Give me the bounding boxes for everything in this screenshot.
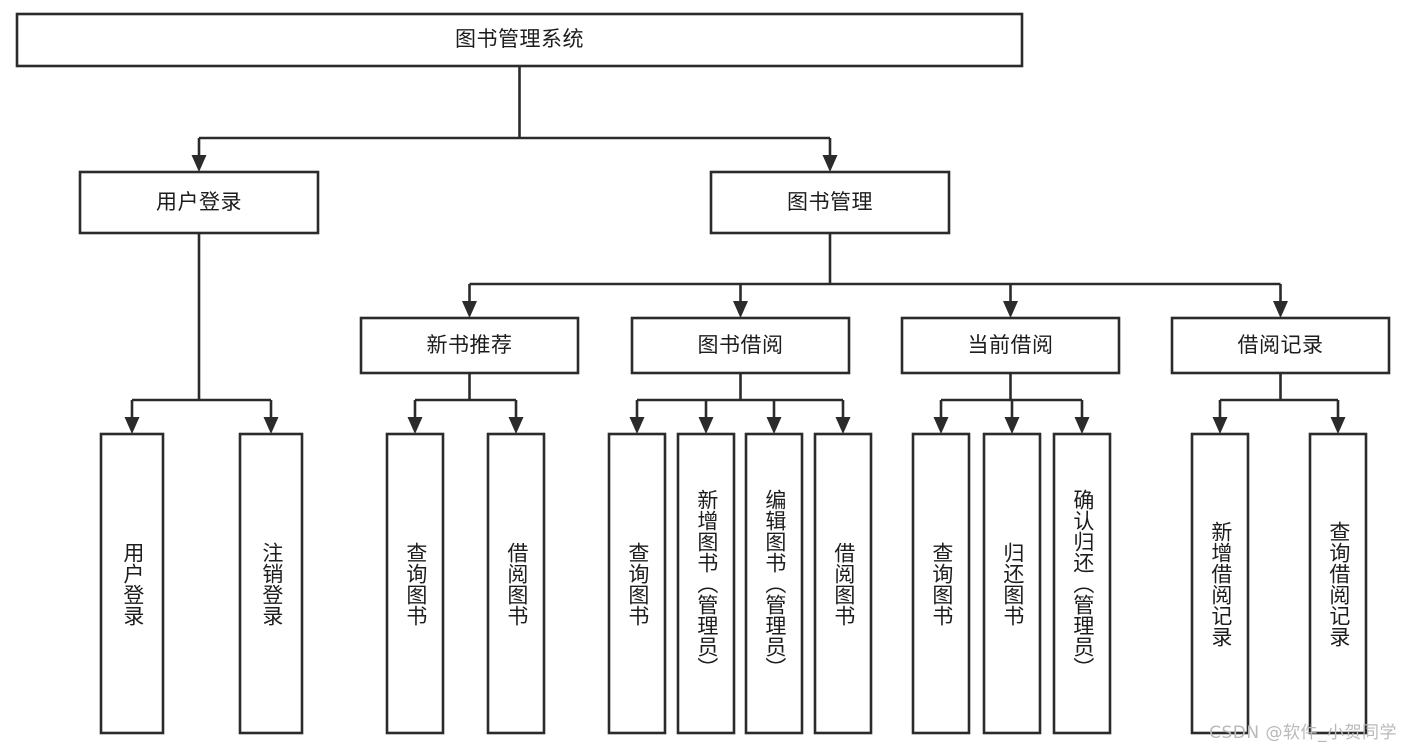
node-box-leaf-edit-book[interactable] bbox=[744, 432, 804, 735]
node-box-leaf-query-book-1[interactable] bbox=[385, 432, 445, 735]
node-box-leaf-add-record[interactable] bbox=[1190, 432, 1250, 735]
node-box-l2-book-borrow[interactable] bbox=[630, 316, 851, 375]
node-box-leaf-add-book[interactable] bbox=[676, 432, 736, 735]
node-box-leaf-user-login[interactable] bbox=[99, 432, 165, 735]
node-box-leaf-confirm-return[interactable] bbox=[1052, 432, 1112, 735]
node-box-root[interactable] bbox=[15, 12, 1024, 68]
node-box-leaf-return-book[interactable] bbox=[982, 432, 1042, 735]
node-box-l2-current-borrow[interactable] bbox=[900, 316, 1121, 375]
node-box-l1-user-login[interactable] bbox=[78, 170, 320, 235]
watermark-text: CSDN @软件_小贺同学 bbox=[1209, 723, 1397, 743]
edges-layer bbox=[124, 66, 1346, 434]
boxes-layer bbox=[15, 12, 1391, 735]
node-box-l1-book-mgmt[interactable] bbox=[709, 170, 951, 235]
edge-group bbox=[933, 373, 1090, 434]
edge-group bbox=[462, 233, 1288, 318]
node-box-leaf-borrow-book-1[interactable] bbox=[486, 432, 546, 735]
edge-group bbox=[407, 373, 524, 434]
node-box-l2-new-book-rec[interactable] bbox=[359, 316, 580, 375]
edge-group bbox=[629, 373, 851, 434]
edge-group bbox=[191, 66, 838, 172]
edge-group bbox=[1212, 373, 1346, 434]
node-box-leaf-borrow-book-2[interactable] bbox=[813, 432, 873, 735]
node-box-leaf-query-record[interactable] bbox=[1308, 432, 1368, 735]
node-box-leaf-logout[interactable] bbox=[238, 432, 304, 735]
node-box-leaf-query-book-2[interactable] bbox=[607, 432, 667, 735]
node-box-l2-borrow-record[interactable] bbox=[1170, 316, 1391, 375]
edge-group bbox=[124, 233, 279, 434]
node-box-leaf-query-book-3[interactable] bbox=[911, 432, 971, 735]
